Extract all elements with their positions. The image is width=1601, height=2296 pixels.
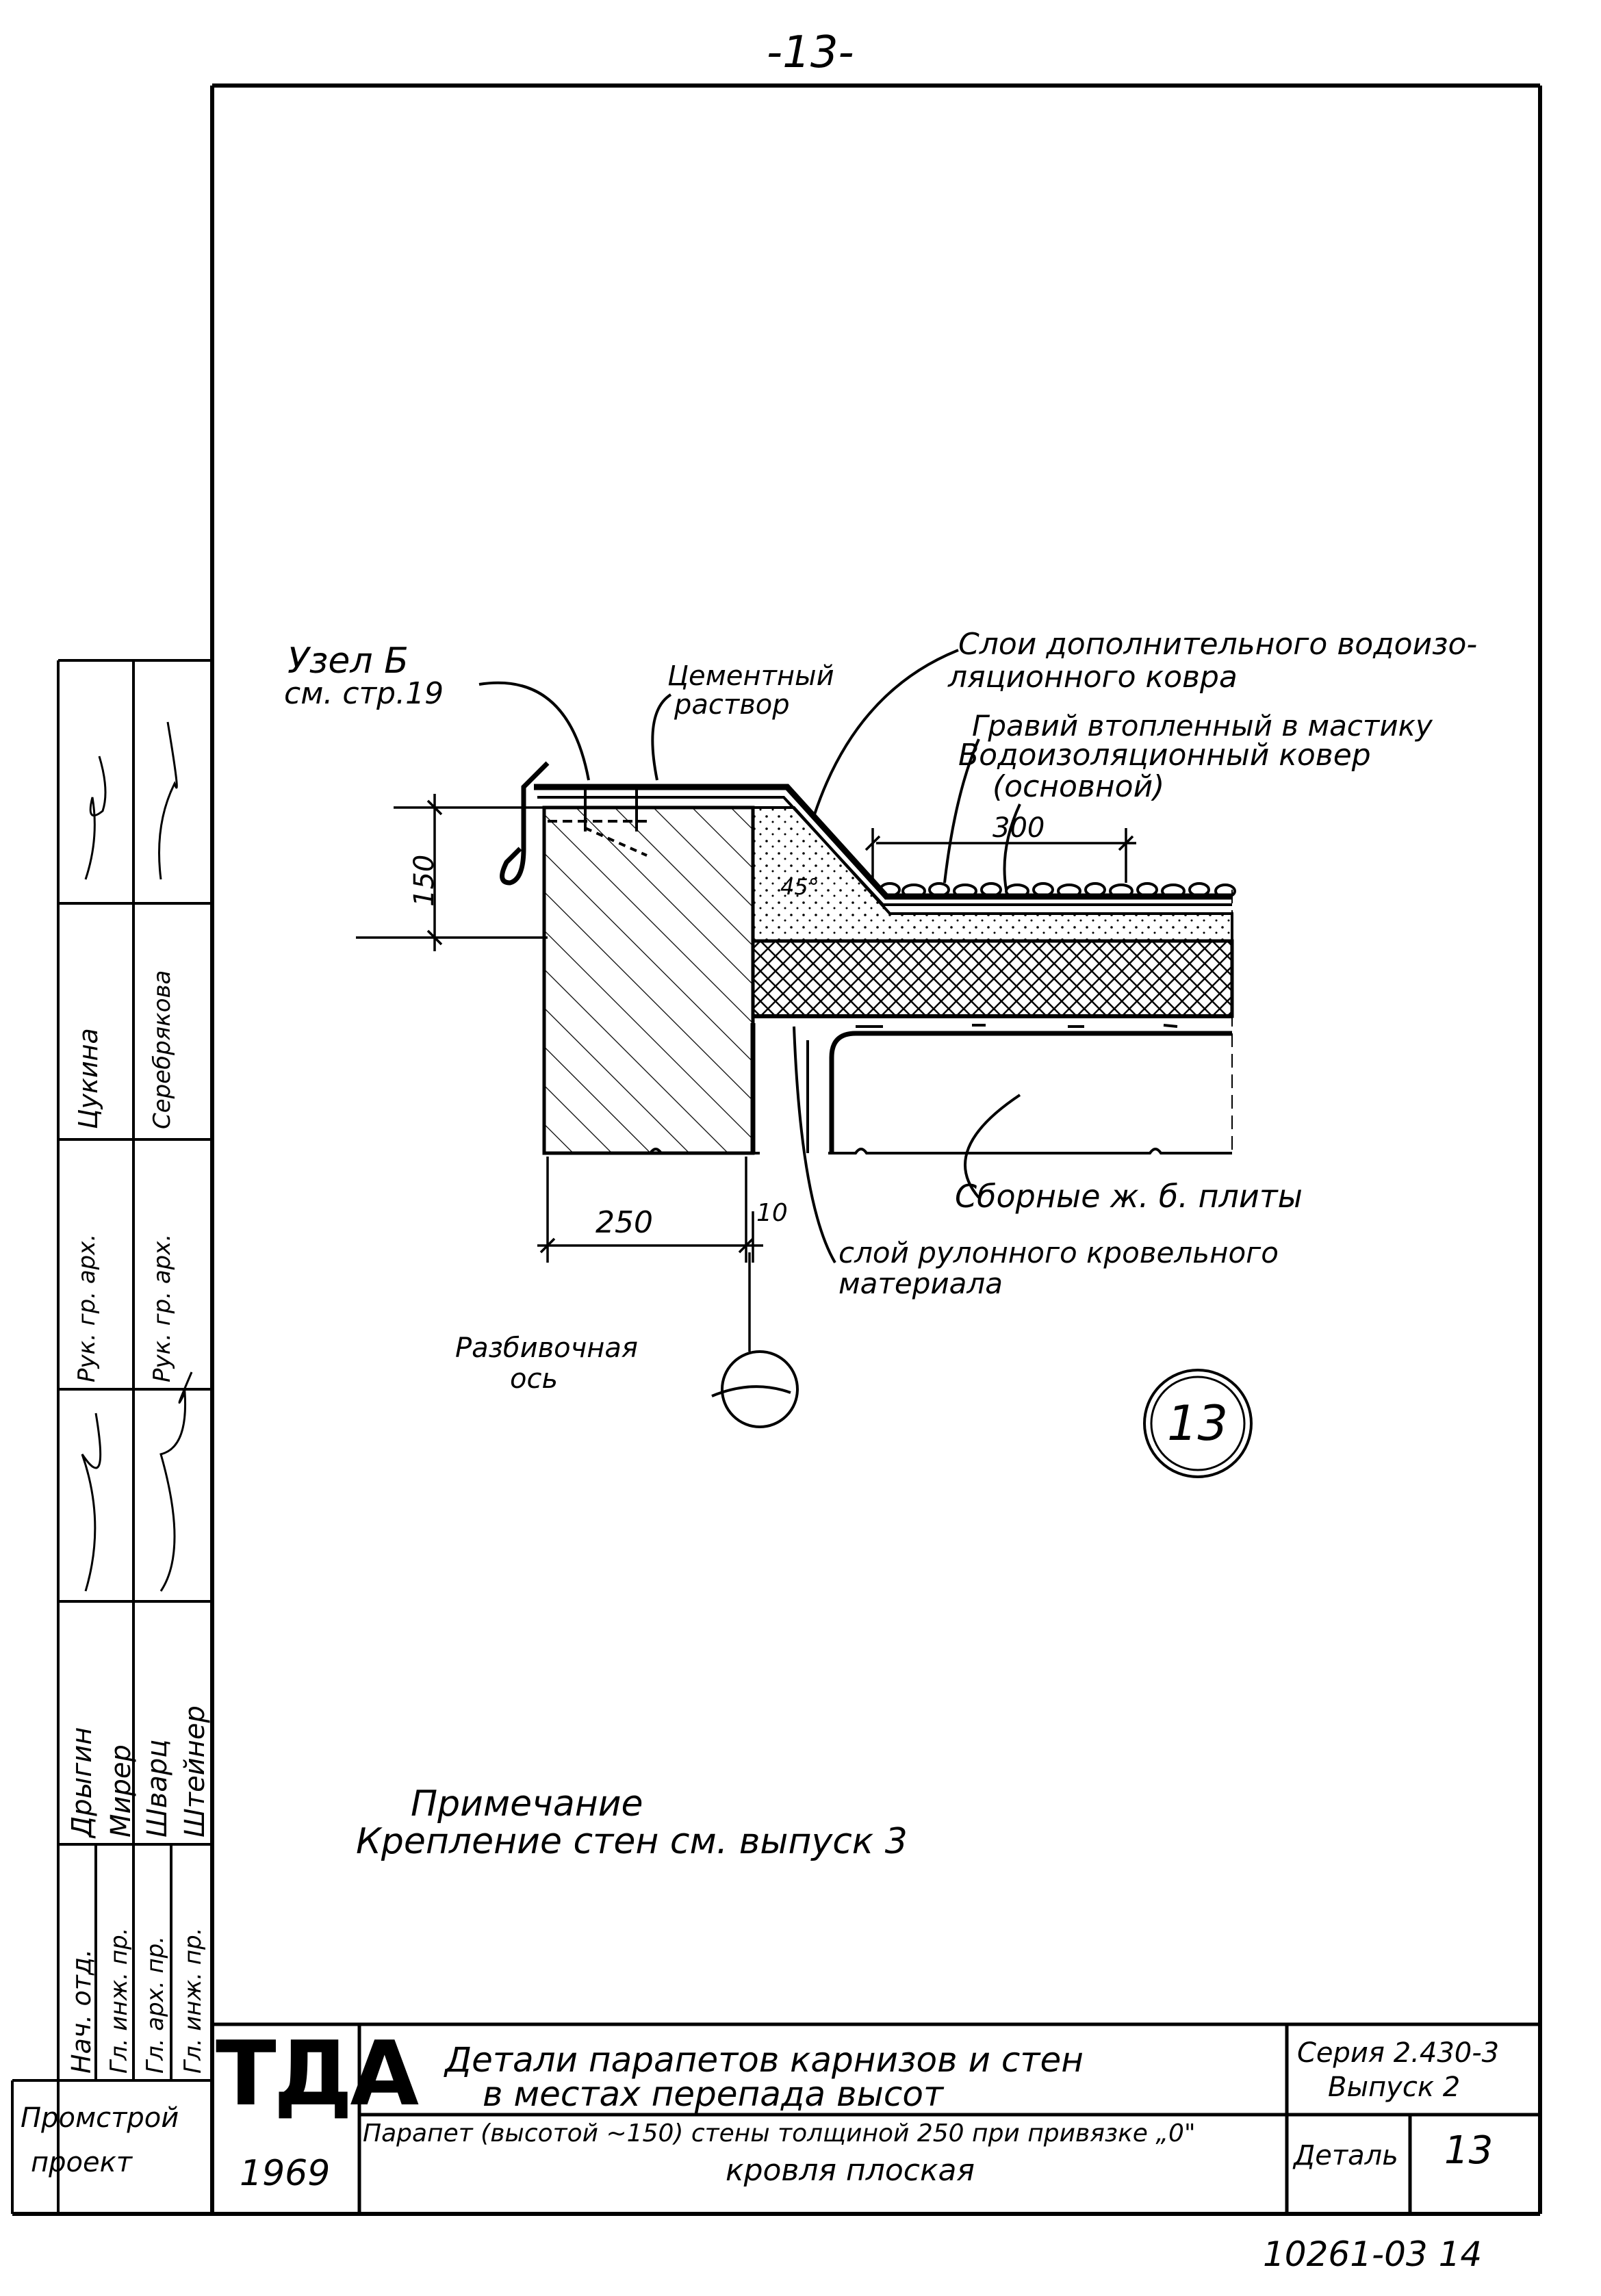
issue: Выпуск 2: [1328, 2072, 1461, 2103]
detail-label: Деталь: [1294, 2140, 1398, 2171]
gravel-layer: [879, 882, 1236, 899]
node-ref-label: Узел Б: [287, 641, 409, 682]
signature-3: [81, 1413, 102, 1592]
sheet-code: 10261-03 14: [1263, 2234, 1483, 2274]
break-line: [544, 1148, 1232, 1155]
title-block-grid: [212, 2022, 1540, 2214]
detail-number-circle: [1143, 1369, 1253, 1478]
angle-45-label: 45°: [780, 874, 819, 900]
detail-value: 13: [1444, 2128, 1494, 2173]
org-name-2: проект: [31, 2147, 133, 2178]
insulation-layer: [751, 939, 1234, 1018]
slabs-label: Сборные ж. б. плиты: [955, 1178, 1303, 1215]
dimension-lines: [356, 794, 1136, 1352]
logo: ТДА: [216, 2022, 419, 2126]
dim-10-label: 10: [756, 1199, 788, 1227]
extra-layers-label: Слои дополнительного водоизо-: [958, 627, 1478, 662]
signature-1: [84, 756, 107, 880]
metal-coping: [500, 761, 550, 886]
detail-number: 13: [1167, 1395, 1229, 1452]
stamp-role-3: Гл. арх. пр.: [142, 1935, 169, 2074]
dim-150-label: 150: [409, 854, 440, 907]
series: Серия 2.430-3: [1297, 2037, 1500, 2069]
stamp-role-4: Гл. инж. пр.: [179, 1927, 207, 2074]
note-text: Крепление стен см. выпуск 3: [356, 1821, 908, 1862]
membrane-layers: [534, 784, 1232, 906]
coping-anchors: [548, 787, 648, 857]
axis-label-2: ось: [510, 1363, 559, 1395]
title-line-2: в местах перепада высот: [483, 2074, 944, 2114]
detail-number-circle-inner: [1150, 1376, 1246, 1471]
extra-layers-label-2: ляционного ковра: [948, 660, 1238, 695]
page-number: -13-: [767, 27, 854, 78]
signature-4: [159, 1371, 193, 1592]
org-name: Промстрой: [21, 2102, 179, 2134]
subtitle-line-1: Парапет (высотой ~150) стены толщиной 25…: [363, 2119, 1196, 2147]
axis-bubble: [721, 1350, 799, 1428]
dim-250-label: 250: [595, 1205, 653, 1240]
precast-slab: [750, 1014, 1232, 1153]
main-carpet-label: Водоизоляционный ковер: [958, 738, 1371, 773]
sheet-frame: [12, 83, 1542, 2216]
dim-300-label: 300: [992, 812, 1045, 844]
title-line-1: Детали парапетов карнизов и стен: [445, 2040, 1084, 2080]
gravel-label: Гравий втопленный в мастику: [972, 709, 1433, 743]
note-title: Примечание: [411, 1783, 643, 1824]
signature-2: [158, 721, 178, 880]
stamp-role-2: Гл. инж. пр.: [105, 1927, 133, 2074]
leader-lines: [478, 649, 1021, 1397]
roll-material-label: слой рулонного кровельного: [838, 1236, 1279, 1269]
main-carpet-label-2: (основной): [992, 769, 1165, 804]
parapet-wall: [542, 805, 755, 1155]
year: 1969: [240, 2153, 331, 2194]
cement-label-2: раствор: [674, 689, 790, 721]
subtitle-line-2: кровля плоская: [726, 2153, 975, 2188]
roll-material-label-2: материала: [838, 1267, 1003, 1300]
node-ref-page: см. стр.19: [284, 676, 444, 711]
side-stamp-grid: [11, 659, 212, 2214]
signatures: [81, 721, 193, 1592]
stamp-role-1: Нач. отд.: [66, 1948, 97, 2074]
axis-label: Разбивочная: [455, 1332, 638, 1364]
cement-label: Цементный: [667, 660, 834, 692]
